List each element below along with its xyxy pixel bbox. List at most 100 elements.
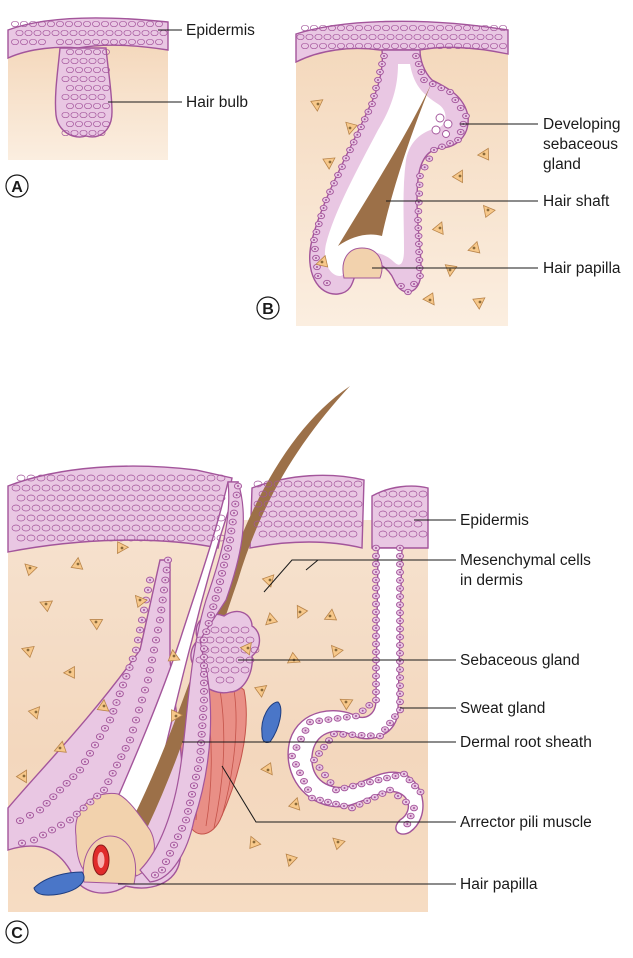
cell-nucleus [375, 547, 377, 549]
cell-nucleus [386, 777, 388, 779]
cell-nucleus [76, 813, 78, 815]
cell-nucleus [417, 219, 419, 221]
label-c-root-sheath: Dermal root sheath [460, 734, 592, 751]
cell-nucleus [19, 820, 21, 822]
cell-nucleus [329, 191, 331, 193]
cell-nucleus [165, 861, 167, 863]
panel-b-hair-papilla [343, 248, 382, 278]
cell-nucleus [375, 587, 377, 589]
cell-nucleus [161, 869, 163, 871]
cell-nucleus [167, 559, 169, 561]
cell-nucleus [181, 827, 183, 829]
cell-nucleus [189, 802, 191, 804]
cell-nucleus [389, 789, 391, 791]
cell-nucleus [313, 759, 315, 761]
cell-nucleus [368, 704, 370, 706]
cell-nucleus [379, 735, 381, 737]
cell-nucleus [137, 639, 139, 641]
cell-nucleus [39, 809, 41, 811]
cell-nucleus [457, 139, 459, 141]
cell-nucleus [345, 157, 347, 159]
cell-nucleus [203, 639, 205, 641]
epidermal-cell [11, 21, 18, 26]
cell-nucleus [342, 733, 344, 735]
cell-nucleus [375, 691, 377, 693]
cell-nucleus [309, 721, 311, 723]
cell-nucleus [225, 556, 227, 558]
cell-nucleus [395, 775, 397, 777]
cell-nucleus [72, 776, 74, 778]
cell-nucleus [69, 819, 71, 821]
cell-nucleus [355, 715, 357, 717]
mesenchymal-nucleus [473, 247, 476, 250]
cell-nucleus [112, 710, 114, 712]
cell-nucleus [203, 665, 205, 667]
cell-nucleus [410, 815, 412, 817]
cell-nucleus [122, 684, 124, 686]
cell-nucleus [381, 793, 383, 795]
mesenchymal-nucleus [173, 655, 176, 658]
cell-nucleus [217, 589, 219, 591]
cell-nucleus [344, 787, 346, 789]
mesenchymal-nucleus [335, 649, 338, 652]
mesenchymal-nucleus [261, 689, 264, 692]
cell-nucleus [154, 874, 156, 876]
cell-nucleus [381, 63, 383, 65]
cell-nucleus [399, 571, 401, 573]
mesenchymal-nucleus [59, 747, 62, 750]
cell-nucleus [389, 722, 391, 724]
mesenchymal-nucleus [267, 769, 270, 772]
cell-nucleus [330, 782, 332, 784]
cell-nucleus [394, 716, 396, 718]
cell-nucleus [399, 652, 401, 654]
cell-nucleus [399, 685, 401, 687]
mesenchymal-nucleus [269, 619, 272, 622]
cell-nucleus [417, 210, 419, 212]
mesenchymal-nucleus [487, 209, 490, 212]
cell-nucleus [375, 675, 377, 677]
mesenchymal-nucleus [459, 175, 462, 178]
cell-nucleus [141, 699, 143, 701]
cell-nucleus [149, 669, 151, 671]
cell-nucleus [112, 772, 114, 774]
cell-nucleus [305, 730, 307, 732]
cell-nucleus [202, 716, 204, 718]
label-c-sebaceous: Sebaceous gland [460, 652, 580, 669]
cell-nucleus [236, 494, 238, 496]
cell-nucleus [406, 823, 408, 825]
mesenchymal-nucleus [139, 599, 142, 602]
cell-nucleus [371, 103, 373, 105]
cell-nucleus [195, 776, 197, 778]
cell-nucleus [193, 785, 195, 787]
cell-nucleus [109, 719, 111, 721]
cell-nucleus [420, 791, 422, 793]
cell-nucleus [166, 569, 168, 571]
mesenchymal-nucleus [329, 615, 332, 618]
cell-nucleus [52, 796, 54, 798]
cell-nucleus [139, 629, 141, 631]
mesenchymal-nucleus [345, 701, 348, 704]
cell-nucleus [424, 166, 426, 168]
cell-nucleus [460, 107, 462, 109]
cell-nucleus [311, 797, 313, 799]
mesenchymal-nucleus [483, 153, 486, 156]
cell-nucleus [299, 772, 301, 774]
cell-nucleus [187, 810, 189, 812]
panel-c: C Epidermis Mesenchymal cells in dermis … [6, 386, 592, 943]
cell-nucleus [379, 71, 381, 73]
cell-nucleus [361, 734, 363, 736]
cell-nucleus [201, 725, 203, 727]
cell-nucleus [191, 793, 193, 795]
cell-nucleus [399, 555, 401, 557]
cell-nucleus [205, 631, 207, 633]
cell-nucleus [223, 564, 225, 566]
cell-nucleus [160, 609, 162, 611]
mesenchymal-nucleus [29, 567, 32, 570]
cell-nucleus [303, 780, 305, 782]
cell-nucleus [335, 789, 337, 791]
cell-nucleus [375, 619, 377, 621]
cell-nucleus [314, 248, 316, 250]
cell-nucleus [361, 783, 363, 785]
cell-nucleus [399, 620, 401, 622]
mesenchymal-nucleus [269, 579, 272, 582]
